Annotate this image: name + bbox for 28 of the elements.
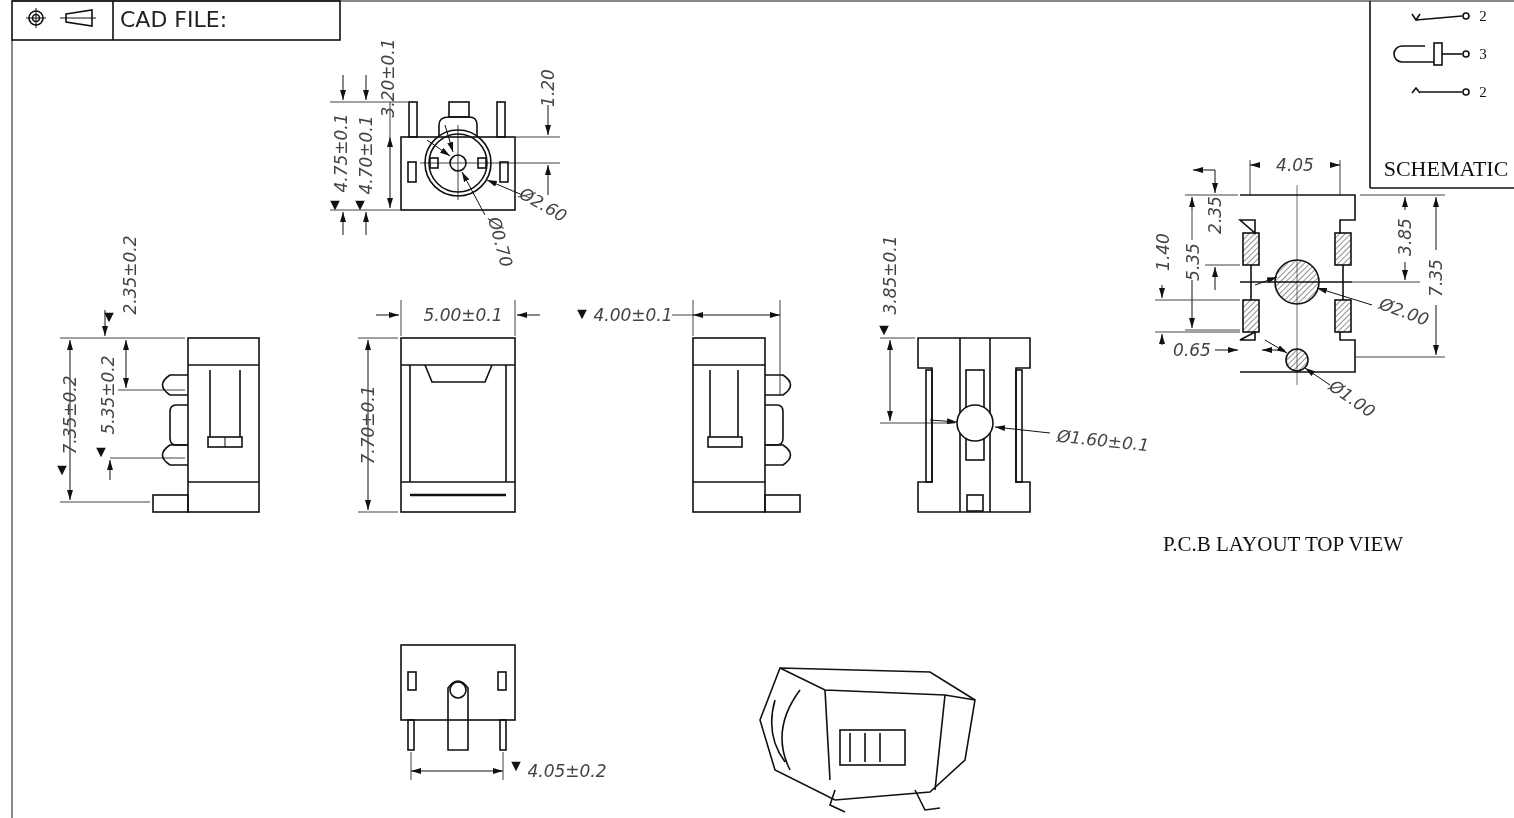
dimension-value: 4.00±0.1 bbox=[593, 306, 673, 324]
dimension-value: 4.70±0.1 bbox=[357, 115, 375, 195]
view-title: P.C.B LAYOUT TOP VIEW bbox=[1162, 533, 1404, 555]
dimension-value: 1.20 bbox=[539, 69, 557, 107]
dimension-value: Ø0.70 bbox=[485, 215, 515, 269]
dimension-value: 4.05±0.2 bbox=[527, 762, 607, 780]
dimension-value: 7.35 bbox=[1427, 259, 1445, 297]
dimension-value: 4.75±0.1 bbox=[332, 113, 350, 193]
dimension-value: 7.35±0.2 bbox=[61, 375, 79, 455]
dimension-value: 3.85±0.1 bbox=[881, 235, 899, 315]
dimension-value: 3.20±0.1 bbox=[379, 38, 397, 118]
pin-number: 2 bbox=[1479, 8, 1487, 24]
file-label: CAD FILE: bbox=[120, 9, 228, 31]
dimension-value: 5.35±0.2 bbox=[99, 355, 117, 435]
dimension-value: 4.05 bbox=[1276, 156, 1314, 174]
dimension-value: 1.40 bbox=[1154, 233, 1172, 271]
dimension-value: 7.70±0.1 bbox=[359, 385, 377, 465]
dimension-value: 3.85 bbox=[1396, 218, 1414, 256]
dimension-value: 5.00±0.1 bbox=[423, 306, 503, 324]
dimension-value: 5.35 bbox=[1184, 243, 1202, 281]
pin-number: 3 bbox=[1479, 46, 1487, 62]
dimension-value: 0.65 bbox=[1173, 341, 1211, 359]
dimension-value: Ø1.60±0.1 bbox=[1056, 427, 1150, 455]
schematic-title: SCHEMATIC bbox=[1383, 158, 1509, 180]
dimension-value: 2.35 bbox=[1206, 196, 1224, 234]
dimension-value: 2.35±0.2 bbox=[121, 235, 139, 315]
dimension-value: Ø2.00 bbox=[1377, 295, 1431, 329]
pin-number: 2 bbox=[1479, 84, 1487, 100]
